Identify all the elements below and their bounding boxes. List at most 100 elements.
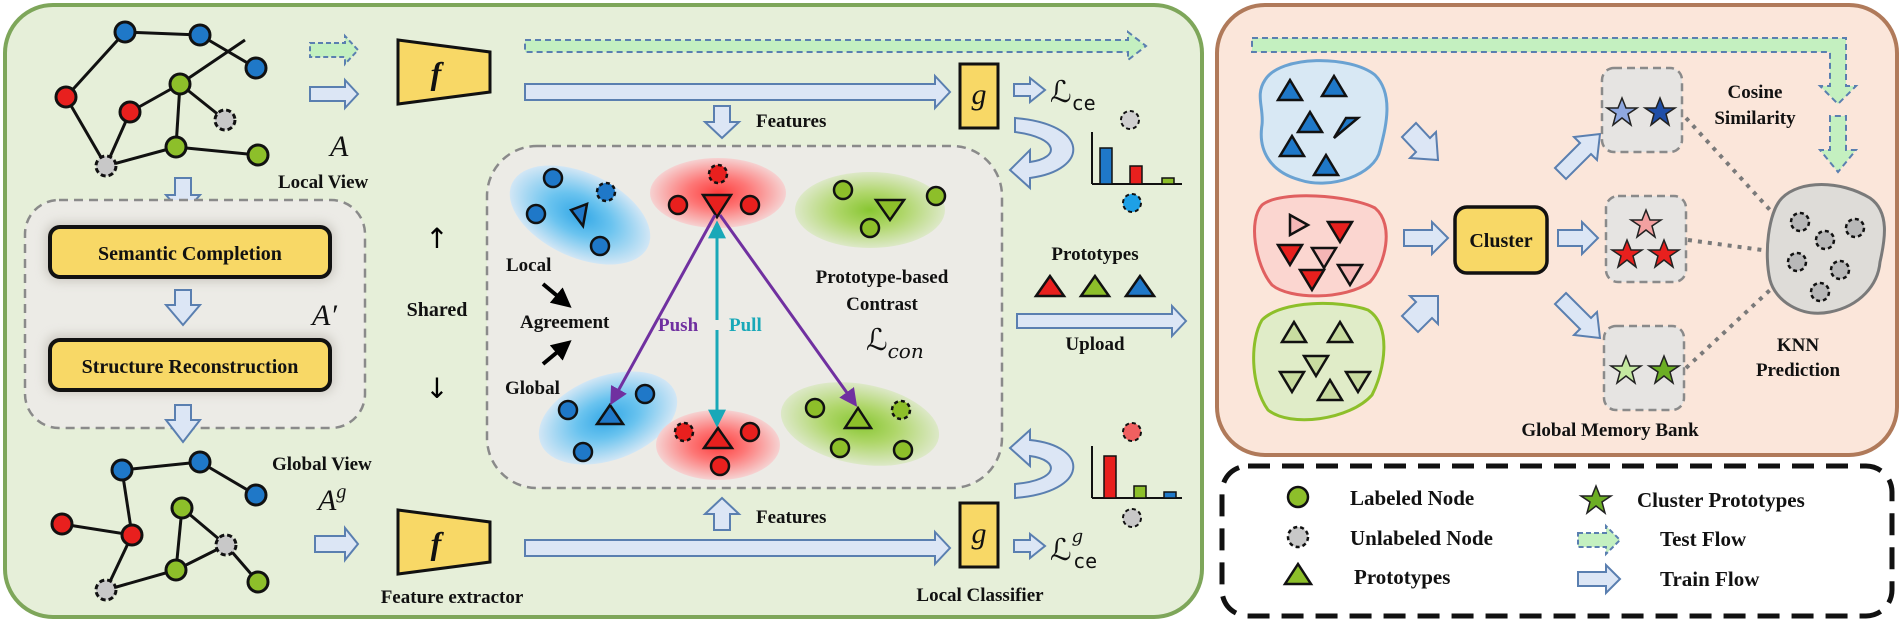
similarity-lines [1684, 116, 1772, 370]
loss-con: ℒcon [866, 323, 924, 363]
classifier-g-top [958, 62, 1000, 130]
cluster-blue-local [509, 165, 651, 265]
blob-red-triangles [1275, 212, 1365, 293]
shared-label: Shared [407, 299, 468, 321]
memory-bank-label: Global Memory Bank [1521, 420, 1699, 441]
cosine-label-line1: Cosine [1728, 82, 1783, 103]
curved-arrow-bottom [1008, 427, 1075, 500]
legend-train-flow-icon [1577, 562, 1622, 596]
arrow-blue-to-cluster [1400, 121, 1440, 162]
features-arrow-bottom [702, 496, 742, 531]
agreement-label: Agreement [520, 312, 610, 333]
pull-label: Pull [729, 315, 762, 336]
train-arrow-to-f-top [309, 77, 360, 111]
structure-reconstruction-box [48, 338, 332, 392]
legend-labeled-node-icon [1286, 485, 1310, 509]
curved-arrow-top [1008, 116, 1075, 191]
structure-reconstruction-label: Structure Reconstruction [82, 356, 299, 378]
memory-bank-blue [1600, 66, 1684, 154]
push-arrow-left [610, 214, 717, 406]
feature-extractor-label: Feature extractor [381, 587, 524, 608]
prediction-bars-top [1091, 110, 1182, 213]
prediction-bars-bottom [1091, 422, 1182, 528]
cosine-label-line2: Similarity [1714, 108, 1796, 129]
encoder-f-bottom-symbol: f [431, 525, 445, 561]
test-flow-arrow-small [309, 33, 360, 67]
local-view-label: Local View [278, 172, 369, 193]
prototypes-label: Prototypes [1051, 244, 1138, 265]
legend-test-flow: Test Flow [1660, 527, 1747, 551]
memory-bank-green [1602, 324, 1686, 412]
cluster-red-local [650, 158, 786, 228]
legend-train-flow: Train Flow [1660, 567, 1760, 591]
shared-down-arrow: ↓ [425, 372, 448, 405]
prototype-triangles [1033, 273, 1157, 298]
arrow-cluster-to-red-stars [1557, 219, 1600, 257]
train-arrow-bottom-long [524, 529, 952, 567]
augmented-symbol: A′ [310, 299, 337, 332]
test-flow-arrow-knn [1817, 115, 1859, 174]
encoder-f-top-symbol: f [431, 55, 445, 91]
local-view-symbol: A [328, 130, 349, 163]
local-classifier-label: Local Classifier [916, 585, 1044, 606]
legend-unlabeled-node-icon [1286, 525, 1310, 549]
blob-blue-triangles [1275, 73, 1362, 177]
cluster-green-local [795, 172, 947, 248]
blob-green-triangles [1277, 319, 1373, 402]
knn-label-line2: Prediction [1756, 360, 1841, 381]
legend-test-flow-icon [1577, 523, 1622, 557]
legend-prototypes-icon [1282, 561, 1314, 586]
blob-red [1253, 194, 1388, 298]
legend-labeled-node: Labeled Node [1350, 486, 1474, 510]
knn-unlabeled-nodes [1786, 211, 1866, 303]
encoder-f-bottom [396, 508, 492, 576]
knn-label-line1: KNN [1777, 335, 1820, 356]
test-flow-arrow-top [524, 29, 1148, 63]
cluster-green-global [780, 382, 940, 466]
legend-cluster-prototypes: Cluster Prototypes [1637, 488, 1805, 512]
global-view-symbol: Ag [316, 481, 346, 517]
arrow-to-loss-top [1013, 75, 1047, 105]
cluster-label: Cluster [1469, 230, 1532, 252]
classifier-g-top-symbol: g [972, 78, 987, 111]
shared-up-arrow: ↑ [425, 222, 448, 255]
upload-arrow [1016, 303, 1188, 339]
train-arrow-to-f-bottom [314, 525, 360, 563]
cluster-blue-global [538, 371, 678, 465]
arrow-green-to-cluster [1400, 295, 1439, 334]
train-arrow-top-long [524, 73, 952, 111]
semantic-completion-label: Semantic Completion [98, 243, 282, 265]
features-label-top: Features [756, 111, 826, 132]
legend-box [1219, 463, 1895, 619]
legend-cluster-prototypes-icon [1578, 483, 1614, 515]
cluster-box [1453, 205, 1549, 275]
push-arrow-right [718, 214, 858, 407]
global-agreement-arrow [541, 340, 572, 366]
legend-prototypes: Prototypes [1354, 565, 1450, 589]
classifier-g-bottom [958, 501, 1000, 569]
features-arrow-top [702, 105, 742, 140]
arrow-cluster-to-green-stars [1553, 291, 1602, 340]
local-label: Local [506, 255, 551, 276]
encoder-f-top [396, 38, 492, 106]
star-prototypes [1604, 95, 1682, 385]
test-flow-arrow-right [1251, 37, 1859, 106]
legend-unlabeled-node: Unlabeled Node [1350, 526, 1493, 550]
features-label-bottom: Features [756, 507, 826, 528]
semantic-completion-box [48, 225, 332, 279]
down-arrow-2 [163, 289, 203, 327]
cluster-red-global [656, 410, 780, 480]
local-agreement-arrow [541, 282, 572, 308]
global-view-nodes [50, 450, 270, 602]
contrast-label-line1: Prototype-based [816, 267, 949, 288]
arrow-cluster-to-blue-stars [1553, 132, 1602, 181]
arrow-to-loss-bottom [1013, 531, 1047, 561]
global-view-label: Global View [272, 454, 372, 475]
loss-ce-top: ℒce [1050, 75, 1096, 115]
upload-label: Upload [1065, 334, 1125, 355]
arrow-red-to-cluster [1403, 219, 1450, 257]
contrast-label-line2: Contrast [846, 294, 918, 315]
push-label: Push [658, 315, 699, 336]
